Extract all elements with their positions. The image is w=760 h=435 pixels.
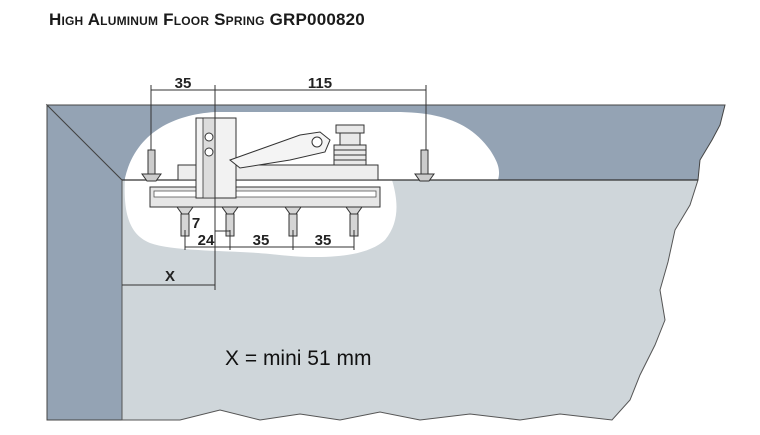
dim-offset-24: 24 [198,232,215,249]
pivot-hole-1 [204,132,214,142]
top-bolt-right [414,149,435,182]
anchor-2 [221,206,239,237]
pivot-post-inner [202,117,216,199]
dimension-lines [122,85,427,290]
dim-top-left: 35 [175,75,192,92]
adjuster-knob [333,124,367,166]
base-plate-inner [153,190,377,198]
dim-spacing-1: 35 [253,232,270,249]
min-distance-note: X = mini 51 mm [225,347,371,370]
arm-pin [311,136,323,148]
pivot-post [195,117,237,199]
spring-arm [228,131,331,169]
dim-small-offset: 7 [192,215,200,232]
diagram-title: High Aluminum Floor Spring GRP000820 [49,10,365,29]
dim-spacing-2: 35 [315,232,332,249]
dim-x-label: X [165,268,175,285]
dim-top-right: 115 [308,75,332,92]
pivot-hole-2 [204,147,214,157]
